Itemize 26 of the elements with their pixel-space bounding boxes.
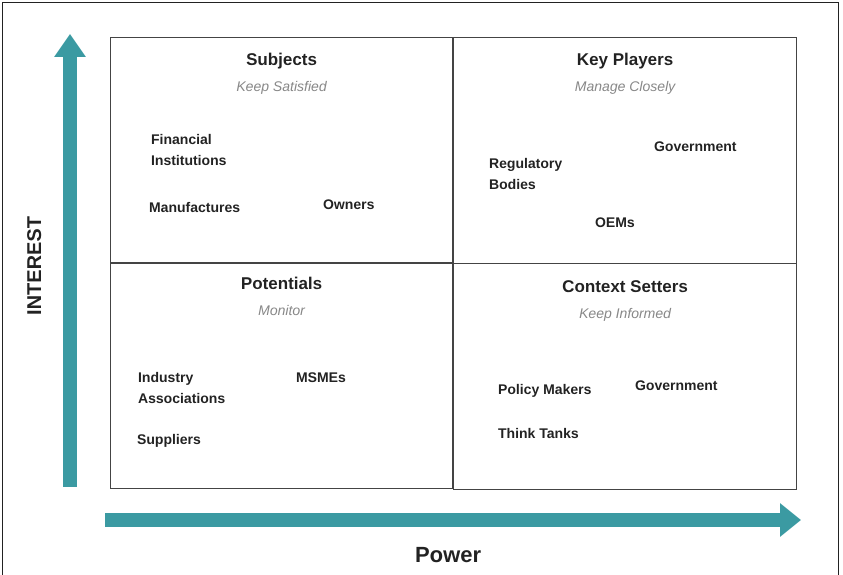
stakeholder-label: MSMEs (296, 368, 346, 387)
stakeholder-label: OEMs (595, 213, 635, 232)
stakeholder-label: Policy Makers (498, 380, 592, 399)
quadrant-subtitle: Monitor (257, 302, 306, 318)
stakeholder-label: Think Tanks (498, 424, 579, 443)
stakeholder-label: Industry Associations (138, 368, 226, 408)
quadrant-subtitle: Keep Satisfied (235, 78, 328, 94)
quadrant-panel (110, 37, 453, 263)
y-axis-label: INTEREST (23, 216, 46, 314)
quadrant-subtitle: Manage Closely (574, 78, 677, 94)
stakeholder-label: Regulatory Bodies (489, 154, 564, 194)
quadrant-panel (453, 37, 797, 264)
stakeholder-label: Government (654, 137, 736, 156)
x-axis-label: Power (415, 542, 482, 568)
quadrant-title: Subjects (245, 50, 318, 70)
quadrant-title: Key Players (576, 50, 674, 70)
stakeholder-label: Government (635, 376, 718, 395)
stakeholder-label: Financial Institutions (151, 130, 228, 170)
quadrant-title: Context Setters (561, 277, 689, 297)
quadrant-panel (453, 263, 797, 490)
stakeholder-label: Owners (323, 195, 374, 214)
stakeholder-label: Suppliers (137, 430, 201, 449)
quadrant-title: Potentials (240, 274, 324, 294)
quadrant-subtitle: Keep Informed (578, 305, 672, 321)
stakeholder-label: Manufactures (149, 198, 240, 217)
quadrant-panel (110, 263, 453, 489)
